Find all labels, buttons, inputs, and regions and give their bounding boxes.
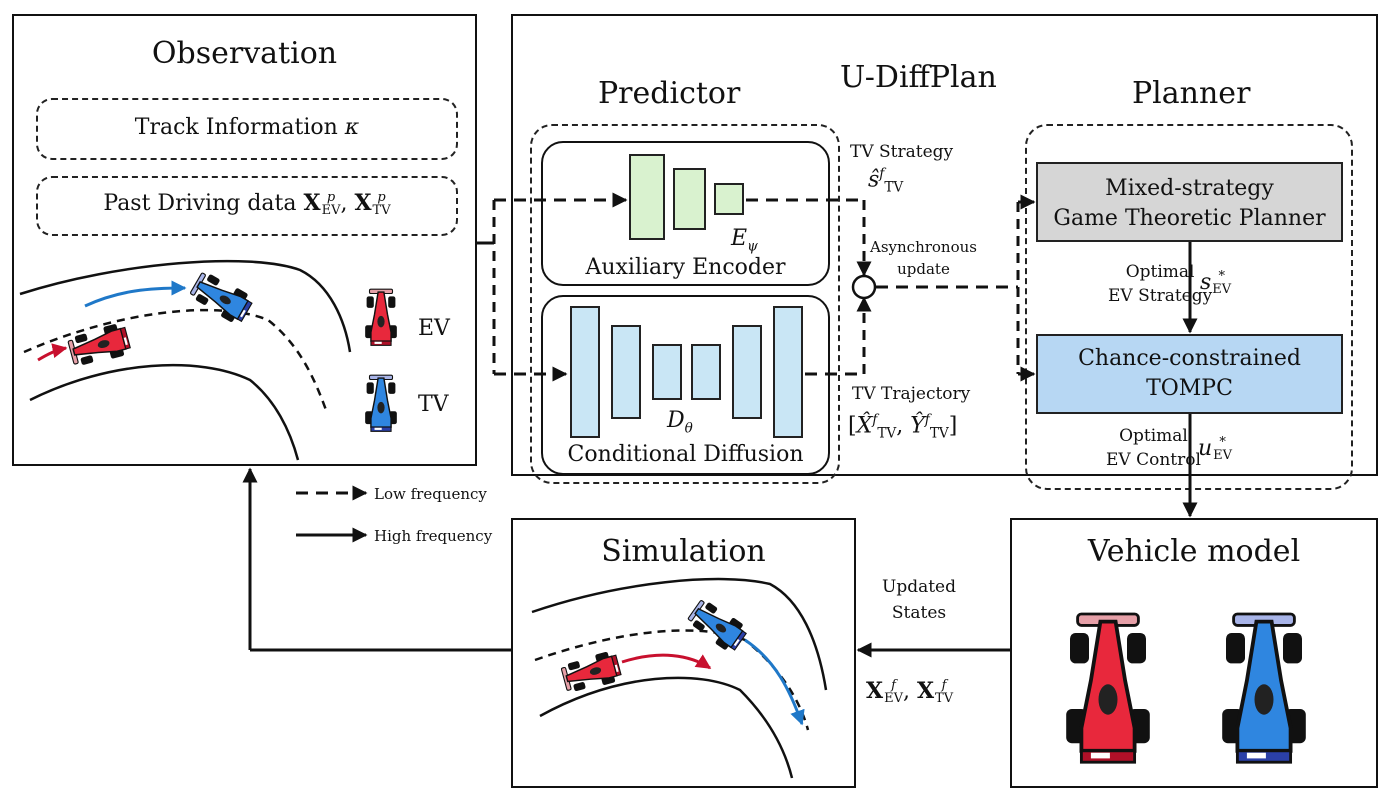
s-ev-star-symbol: s*EV xyxy=(1200,269,1232,297)
tompc-text: Chance-constrained TOMPC xyxy=(1078,346,1301,401)
diffusion-block-1 xyxy=(570,306,600,438)
optimal-ev-strategy-label: Optimal EV Strategy xyxy=(1108,262,1213,306)
tompc-box xyxy=(1036,334,1343,414)
observation-to-predictor-arrows xyxy=(477,192,628,382)
encoder-block-2 xyxy=(673,168,706,230)
observation-panel xyxy=(12,14,477,466)
past-data-box xyxy=(36,176,458,236)
simulation-title: Simulation xyxy=(601,534,766,569)
simulation-track-icon xyxy=(531,577,828,779)
diffusion-block-5 xyxy=(732,325,762,419)
summing-junction-icon xyxy=(851,274,877,300)
legend-low-frequency: Low frequency xyxy=(374,485,487,503)
tv-strategy-symbol: ŝfTV xyxy=(868,166,904,196)
diffusion-symbol: Dθ xyxy=(667,408,693,437)
encoder-symbol: Eψ xyxy=(731,226,758,255)
legend-tv-car-icon xyxy=(364,374,398,433)
game-theoretic-planner-text: Mixed-strategy Game Theoretic Planner xyxy=(1053,176,1326,231)
observation-ev-car-icon xyxy=(66,320,133,370)
encoder-label: Auxiliary Encoder xyxy=(585,255,786,280)
observation-red-arrow xyxy=(37,343,68,362)
updated-states-label: Updated States xyxy=(882,577,957,623)
track-info-text: Track Information κ xyxy=(134,115,360,140)
diffusion-block-6 xyxy=(773,306,803,438)
predictor-dashed-group xyxy=(530,124,840,484)
planner-title: Planner xyxy=(1132,76,1251,111)
diffusion-block-2 xyxy=(611,325,641,419)
async-update-label: Asynchronous update xyxy=(870,238,977,278)
simulation-blue-arrow xyxy=(744,638,805,726)
game-theoretic-planner-box xyxy=(1036,162,1343,242)
track-info-box xyxy=(36,98,458,160)
u-ev-star-symbol: u*EV xyxy=(1198,435,1233,463)
junction-to-planner-arrows xyxy=(876,194,1036,382)
predictor-title: Predictor xyxy=(598,76,741,111)
predictor-to-junction-arrows xyxy=(746,198,872,376)
simulation-panel xyxy=(511,518,856,788)
tv-label: TV xyxy=(418,392,449,417)
encoder-block-1 xyxy=(629,154,665,240)
diffusion-label: Conditional Diffusion xyxy=(567,442,804,467)
legend-high-frequency: High frequency xyxy=(374,527,493,545)
observation-title: Observation xyxy=(151,36,338,71)
simulation-red-arrow xyxy=(621,653,712,670)
vehicle-model-tv-car-icon xyxy=(1220,612,1308,765)
tv-trajectory-label: TV Trajectory xyxy=(852,384,971,404)
legend-ev-car-icon xyxy=(364,288,398,347)
tv-strategy-label: TV Strategy xyxy=(850,142,954,162)
vehicle-model-ev-car-icon xyxy=(1064,612,1152,765)
diffusion-block-3 xyxy=(652,344,682,400)
ev-label: EV xyxy=(418,316,450,341)
diffusion-block-4 xyxy=(691,344,721,400)
observation-blue-arrow xyxy=(84,280,187,308)
encoder-block-3 xyxy=(714,183,744,215)
tv-trajectory-symbol: [X̂fTV, ŶfTV] xyxy=(848,412,958,442)
feedback-arrows xyxy=(242,467,1010,658)
observation-tv-car-icon xyxy=(187,267,256,328)
optimal-ev-control-label: Optimal EV Control xyxy=(1106,426,1201,470)
simulation-tv-car-icon xyxy=(684,595,751,656)
simulation-ev-car-icon xyxy=(559,648,624,696)
udiffplan-title: U-DiffPlan xyxy=(840,60,997,95)
vehicle-model-title: Vehicle model xyxy=(1087,534,1301,569)
observation-track-icon xyxy=(19,259,352,461)
